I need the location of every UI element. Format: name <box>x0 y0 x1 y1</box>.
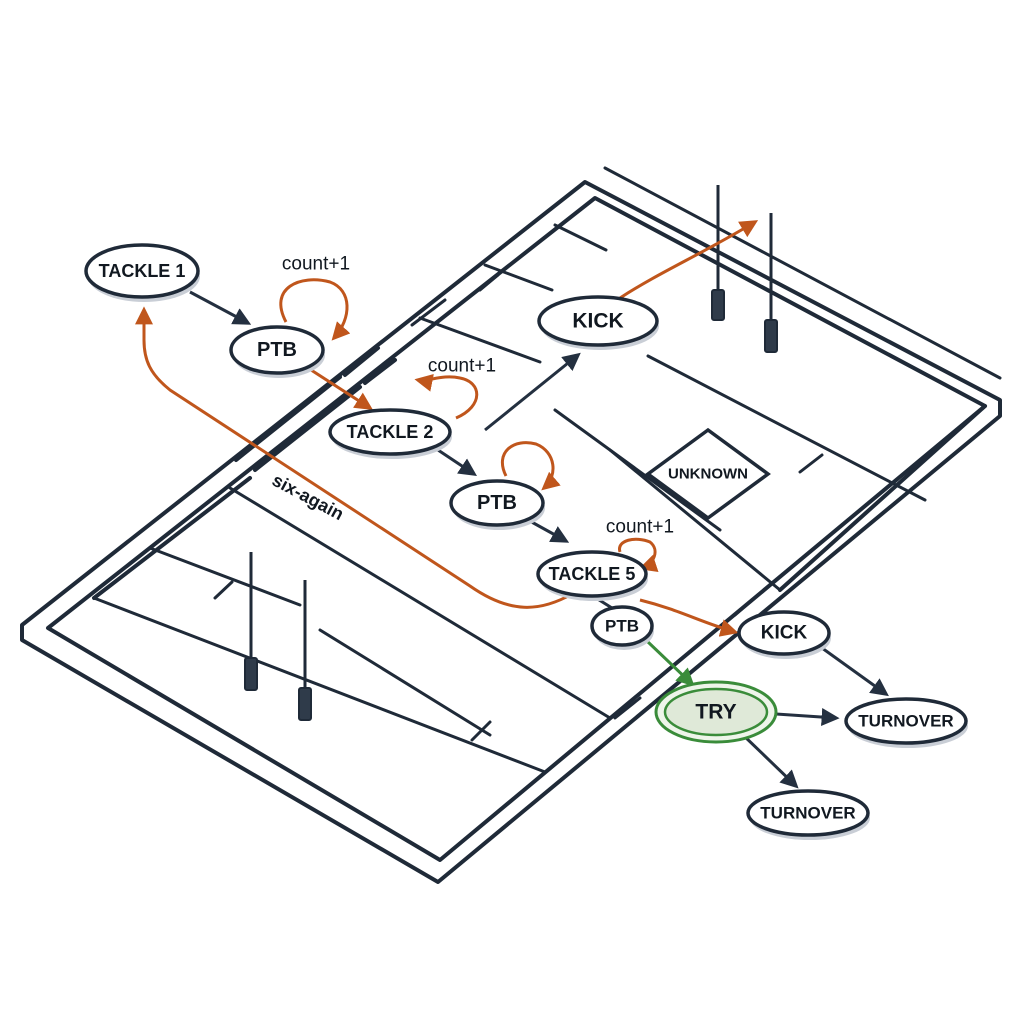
node-turnover-bottom-label: TURNOVER <box>760 804 855 823</box>
try-line-left <box>92 476 252 600</box>
node-ptb1-label: PTB <box>257 339 297 361</box>
yard-line-upper-5 <box>608 448 782 592</box>
tick-lower-1 <box>213 580 234 600</box>
yard-line-upper-4 <box>553 408 722 532</box>
node-tackle2[interactable]: TACKLE 2 <box>328 408 452 459</box>
node-unknown[interactable]: UNKNOWN <box>645 427 771 521</box>
node-tackle1-label: TACKLE 1 <box>99 261 186 281</box>
edge-try-turnover-right <box>775 708 840 727</box>
edge-kick-turnover <box>821 646 889 697</box>
node-unknown-label: UNKNOWN <box>668 466 748 483</box>
node-kick-lower-label: KICK <box>761 623 808 644</box>
in-goal-line-top-2 <box>593 196 987 408</box>
edge-ptb3-try <box>646 640 695 687</box>
loop-tackle5 <box>618 537 659 572</box>
yard-line-upper-1 <box>483 263 554 292</box>
node-try[interactable]: TRY <box>654 680 778 744</box>
edge-tackle1-ptb1 <box>189 290 252 325</box>
node-tackle5-label: TACKLE 5 <box>549 564 636 584</box>
count-label-3: count+1 <box>606 517 674 538</box>
dash-right-1 <box>733 598 754 617</box>
loop-ptb1 <box>279 278 351 341</box>
node-turnover-right-label: TURNOVER <box>858 712 953 731</box>
goal-posts-upper <box>711 185 778 353</box>
count-label-1: count+1 <box>282 254 350 275</box>
edge-tackle2-kick-upper <box>484 352 581 432</box>
node-ptb2[interactable]: PTB <box>449 479 545 530</box>
edge-kick-to-posts <box>619 220 759 300</box>
tick-upper-1 <box>798 453 824 474</box>
node-kick-upper-label: KICK <box>572 310 623 333</box>
tick-lower-2 <box>470 720 492 742</box>
yard-line-lower-1 <box>92 596 547 774</box>
node-ptb3[interactable]: PTB <box>590 605 654 650</box>
halfway-line-c <box>343 346 380 377</box>
yard-line-lower-4 <box>318 628 492 737</box>
dash-right-2 <box>613 696 642 720</box>
edge-try-turnover-bottom <box>740 732 799 789</box>
nodes: TACKLE 1 PTB TACKLE 2 KICK PTB U <box>84 243 968 840</box>
count-label-2: count+1 <box>428 356 496 377</box>
node-tackle1[interactable]: TACKLE 1 <box>84 243 200 302</box>
node-turnover-right[interactable]: TURNOVER <box>844 697 968 748</box>
pitch-outer-boundary <box>20 180 1002 884</box>
edge-six-again <box>135 306 573 609</box>
yard-line-lower-2 <box>148 546 302 607</box>
loop-tackle2 <box>414 373 479 420</box>
loop-ptb2 <box>500 441 561 491</box>
dash-right-3 <box>478 273 500 292</box>
node-tackle5[interactable]: TACKLE 5 <box>536 550 648 601</box>
in-goal-line-top <box>603 166 1002 380</box>
node-tackle2-label: TACKLE 2 <box>347 422 434 442</box>
edge-tackle5-kick-lower <box>639 598 739 637</box>
node-kick-upper[interactable]: KICK <box>537 295 659 350</box>
node-kick-lower[interactable]: KICK <box>737 610 831 659</box>
edge-ptb1-tackle2 <box>307 366 374 410</box>
halfway-line-d <box>363 358 397 385</box>
yard-line-lower-3 <box>228 486 612 720</box>
try-line-right <box>778 404 987 592</box>
edges <box>135 220 889 789</box>
node-turnover-bottom[interactable]: TURNOVER <box>746 789 870 840</box>
goal-posts-lower <box>244 552 312 721</box>
node-ptb1[interactable]: PTB <box>229 325 325 378</box>
edge-ptb2-tackle5 <box>527 518 570 543</box>
node-ptb3-label: PTB <box>605 617 639 636</box>
yard-line-1 <box>410 298 447 327</box>
yard-line-upper-2 <box>418 316 542 364</box>
halfway-line-a <box>234 375 342 462</box>
node-try-label: TRY <box>695 701 736 724</box>
node-ptb2-label: PTB <box>477 492 517 514</box>
yard-line-upper-3 <box>646 354 927 502</box>
yard-line-upper-6 <box>553 223 608 252</box>
